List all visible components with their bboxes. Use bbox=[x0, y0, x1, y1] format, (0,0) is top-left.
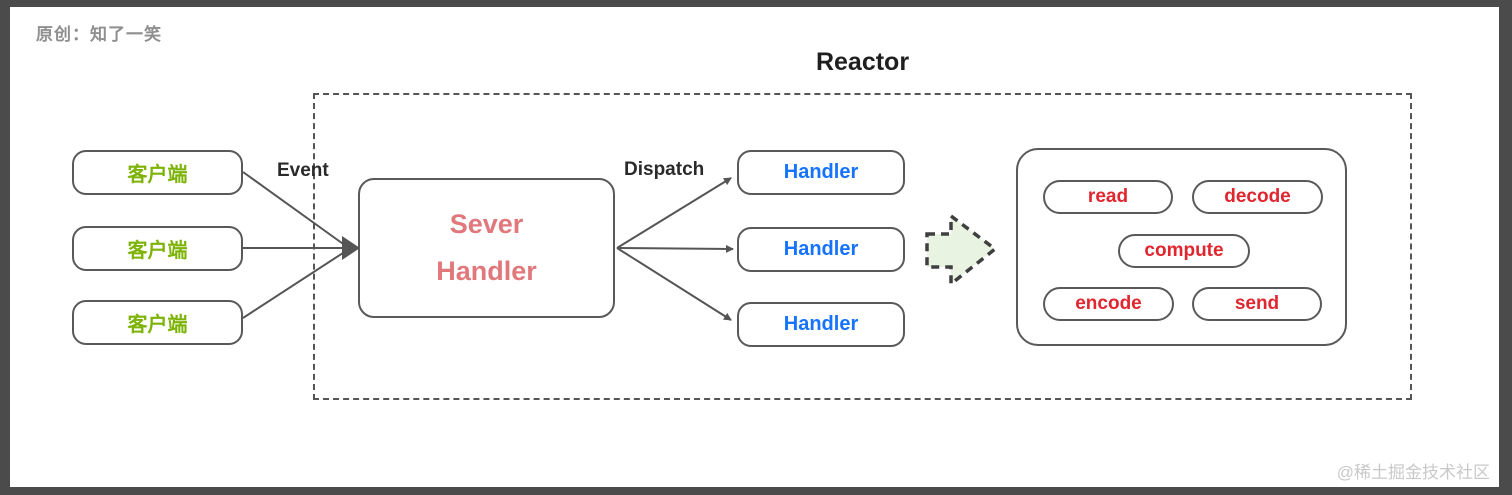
client-label: 客户端 bbox=[127, 314, 188, 336]
pipeline-container: read decode compute encode send bbox=[1016, 148, 1347, 346]
flow-block-arrow-icon bbox=[925, 212, 998, 288]
event-label: Event bbox=[277, 160, 329, 181]
watermark-text: @稀土掘金技术社区 bbox=[1336, 463, 1490, 482]
handler-node-1: Handler bbox=[737, 150, 905, 195]
client-node-2: 客户端 bbox=[72, 226, 243, 271]
pipeline-step-read: read bbox=[1043, 180, 1173, 214]
pipeline-step-label: compute bbox=[1144, 240, 1224, 261]
pipeline-step-label: read bbox=[1087, 186, 1129, 207]
pipeline-step-decode: decode bbox=[1192, 180, 1323, 214]
pipeline-step-compute: compute bbox=[1118, 234, 1250, 268]
handler-label: Handler bbox=[783, 161, 859, 183]
pipeline-step-encode: encode bbox=[1043, 287, 1174, 321]
server-handler-node: Sever Handler bbox=[358, 178, 615, 318]
client-node-1: 客户端 bbox=[72, 150, 243, 195]
server-handler-line2: Handler bbox=[436, 256, 537, 286]
client-label: 客户端 bbox=[127, 164, 188, 186]
fan-in-arrowhead bbox=[342, 236, 360, 260]
attribution-text: 原创：知了一笑 bbox=[36, 25, 162, 44]
pipeline-step-label: decode bbox=[1224, 186, 1291, 207]
client-node-3: 客户端 bbox=[72, 300, 243, 345]
dispatch-label: Dispatch bbox=[624, 159, 705, 180]
handler-label: Handler bbox=[783, 313, 859, 335]
client-label: 客户端 bbox=[127, 240, 188, 262]
pipeline-step-send: send bbox=[1192, 287, 1322, 321]
handler-label: Handler bbox=[783, 238, 859, 260]
pipeline-step-label: encode bbox=[1075, 293, 1142, 314]
reactor-boundary-box bbox=[313, 93, 1412, 400]
pipeline-step-label: send bbox=[1234, 293, 1280, 314]
handler-node-2: Handler bbox=[737, 227, 905, 272]
diagram-title: Reactor bbox=[815, 48, 910, 76]
server-handler-line1: Sever bbox=[449, 209, 524, 239]
handler-node-3: Handler bbox=[737, 302, 905, 347]
